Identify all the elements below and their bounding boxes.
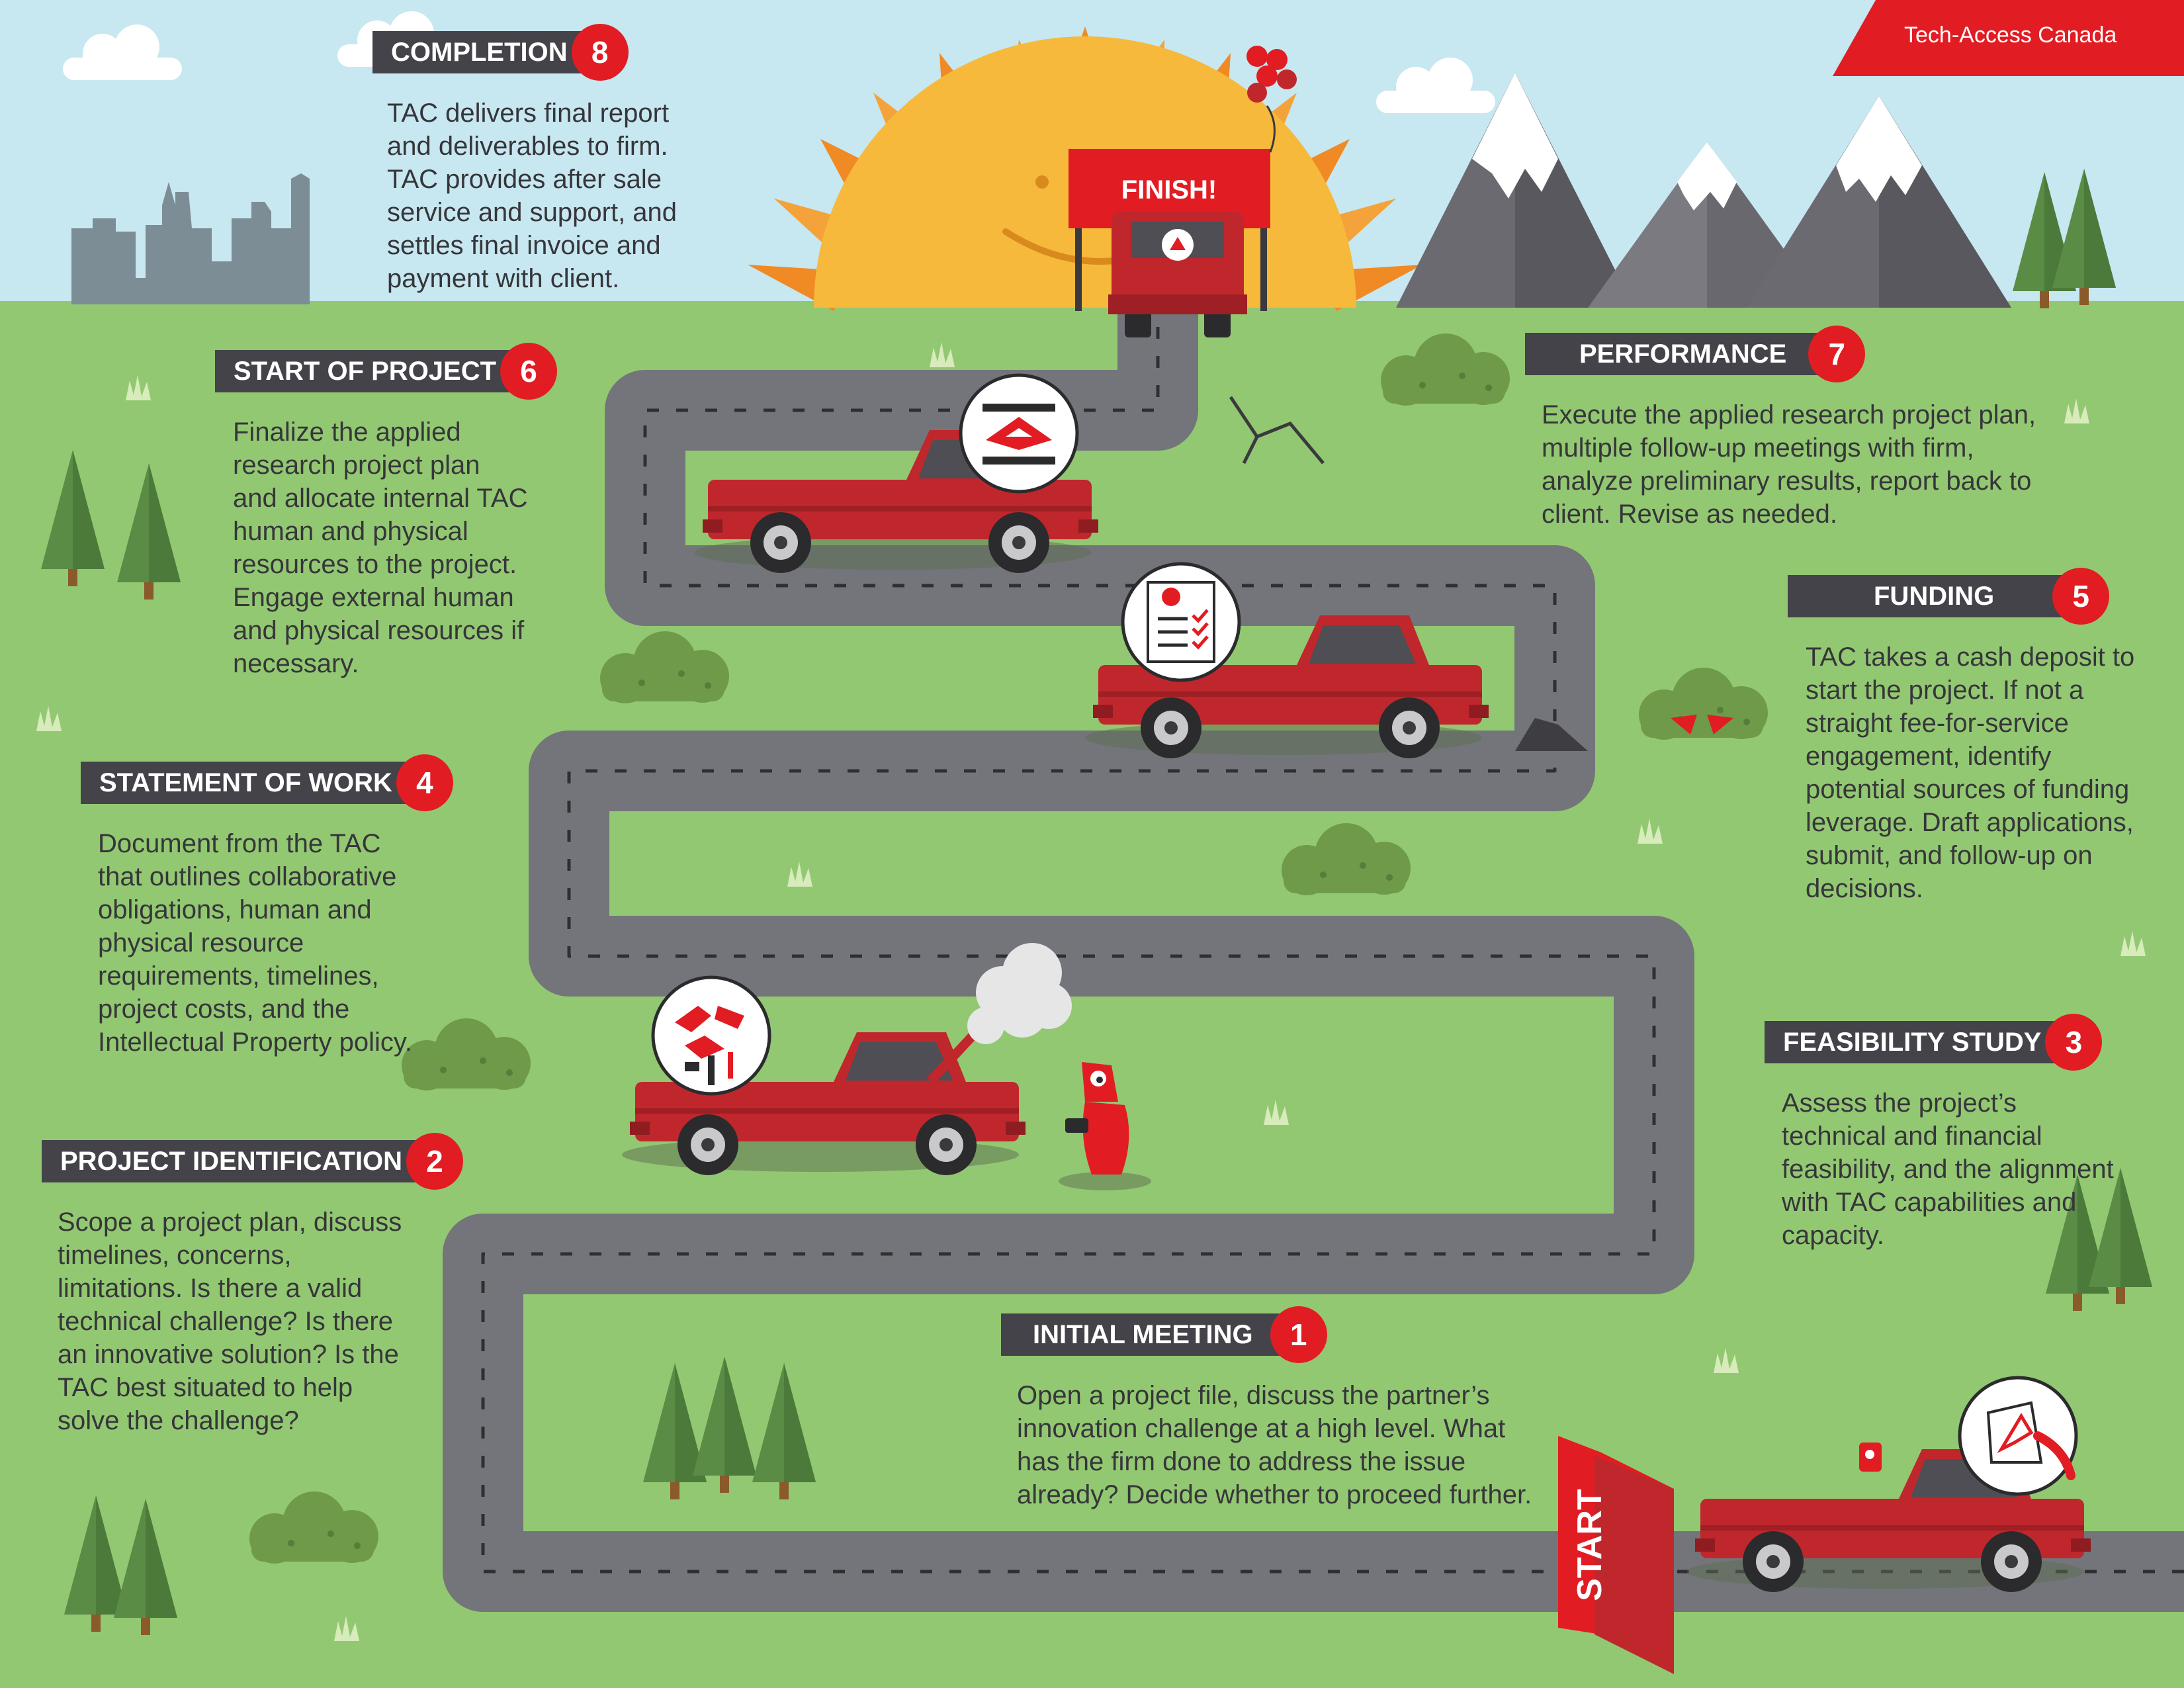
design-bubble-icon (1960, 1378, 2076, 1494)
step-title: PERFORMANCE (1525, 333, 1823, 375)
step-header: FUNDING 5 (1788, 568, 2158, 625)
step-number-badge: 7 (1808, 326, 1866, 382)
step-header: PROJECT IDENTIFICATION 2 (42, 1133, 518, 1190)
checklist-icon (1123, 564, 1239, 680)
bush-eyes-icon (1639, 668, 1768, 740)
step-title: PROJECT IDENTIFICATION (42, 1140, 421, 1182)
step-number-badge: 1 (1270, 1306, 1327, 1363)
step-completion: COMPLETION 8 TAC delivers final report a… (372, 24, 769, 295)
project-plan-bubble-icon (961, 375, 1077, 492)
logo-text: Tech-Access Canada (1904, 22, 2117, 48)
step-initial-meeting: INITIAL MEETING 1 Open a project file, d… (1001, 1306, 1544, 1511)
step-number-badge: 6 (500, 343, 558, 400)
mountain-icon (1396, 73, 2011, 308)
step-description: Execute the applied research project pla… (1542, 400, 2036, 529)
step-header: PERFORMANCE 7 (1525, 326, 2054, 382)
step-header: INITIAL MEETING 1 (1001, 1306, 1544, 1363)
step-description: Finalize the applied research project pl… (233, 418, 528, 678)
step-title: START OF PROJECT (215, 350, 515, 392)
step-number-badge: 5 (2052, 568, 2110, 625)
step-description: Open a project file, discuss the partner… (1017, 1381, 1532, 1509)
start-sign-text: START (1571, 1489, 1609, 1601)
step-description: Assess the project’s technical and finan… (1782, 1088, 2114, 1250)
robot-icon (1859, 1443, 1882, 1472)
step-header: COMPLETION 8 (372, 24, 769, 81)
step-performance: PERFORMANCE 7 Execute the applied resear… (1525, 326, 2054, 531)
step-description: Document from the TAC that outlines coll… (98, 829, 413, 1057)
step-title: STATEMENT OF WORK (81, 762, 411, 804)
step-number-badge: 2 (406, 1133, 464, 1190)
city-skyline-icon (71, 173, 310, 304)
step-title: INITIAL MEETING (1001, 1313, 1285, 1356)
tools-icon (653, 977, 769, 1094)
step-statement-of-work: STATEMENT OF WORK 4 Document from the TA… (81, 754, 491, 1059)
start-flag-icon: START (1558, 1436, 1674, 1674)
robot-icon (1059, 1062, 1151, 1190)
step-feasibility-study: FEASIBILITY STUDY 3 Assess the project’s… (1765, 1014, 2184, 1252)
truck-icon (1108, 212, 1247, 337)
step-number-badge: 4 (396, 754, 453, 811)
step-number-badge: 8 (571, 24, 629, 81)
smoke-icon (967, 943, 1072, 1044)
step-title: FEASIBILITY STUDY (1765, 1021, 2060, 1063)
logo-flag-icon (1833, 0, 2184, 76)
truck-icon (622, 1029, 1026, 1175)
step-description: Scope a project plan, discuss timelines,… (58, 1208, 402, 1435)
step-funding: FUNDING 5 TAC takes a cash deposit to st… (1788, 568, 2158, 905)
step-number-badge: 3 (2045, 1014, 2103, 1071)
balloon-icon (1246, 46, 1297, 153)
step-title: FUNDING (1788, 575, 2068, 617)
step-start-of-project: START OF PROJECT 6 Finalize the applied … (215, 343, 586, 680)
step-description: TAC takes a cash deposit to start the pr… (1806, 643, 2135, 903)
step-description: TAC delivers final report and deliverabl… (387, 99, 677, 293)
finish-sign-text: FINISH! (1121, 175, 1217, 204)
step-header: START OF PROJECT 6 (215, 343, 586, 400)
step-header: FEASIBILITY STUDY 3 (1765, 1014, 2184, 1071)
step-header: STATEMENT OF WORK 4 (81, 754, 491, 811)
step-project-identification: PROJECT IDENTIFICATION 2 Scope a project… (42, 1133, 518, 1437)
step-title: COMPLETION (372, 31, 586, 73)
